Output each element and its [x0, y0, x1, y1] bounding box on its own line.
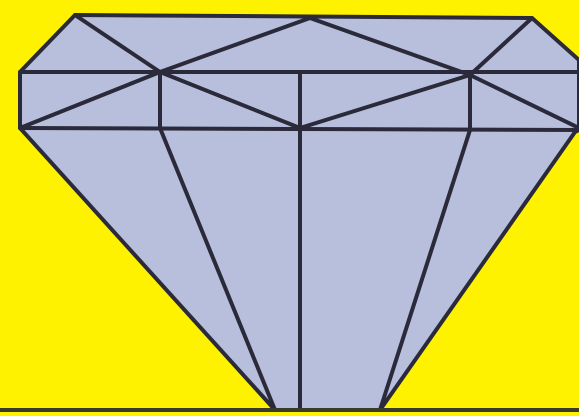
- diamond-illustration: [0, 0, 579, 416]
- diamond-drawing: [0, 0, 579, 416]
